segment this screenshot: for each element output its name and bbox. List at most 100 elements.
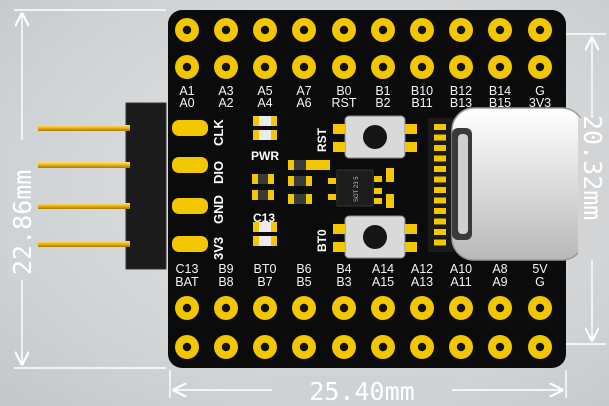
pin-label: A5: [257, 84, 272, 98]
pin-pad-hole: [378, 25, 388, 35]
pin-label: A2: [218, 96, 233, 110]
pin-label: A9: [492, 275, 507, 289]
pin-label: B0: [336, 84, 351, 98]
pin-pad-hole: [535, 303, 545, 313]
pin-label: A6: [296, 96, 311, 110]
pin-label: A13: [411, 275, 433, 289]
pin-pad-hole: [221, 62, 231, 72]
inner-height-dimension-label: 20.32mm: [578, 115, 607, 220]
pin-pad-hole: [182, 303, 192, 313]
pin-pad-hole: [417, 25, 427, 35]
side-pin-header: [38, 102, 208, 270]
usb-contact: [434, 218, 446, 225]
pin-pad-hole: [299, 303, 309, 313]
usb-contact: [434, 166, 446, 172]
pin-pad-hole: [299, 342, 309, 352]
bottom-pad-row-2: [175, 335, 552, 359]
pin-pad-hole: [417, 342, 427, 352]
regulator-chip: [328, 169, 382, 207]
pin-pad-hole: [260, 303, 270, 313]
usb-contact-pads: [434, 124, 446, 246]
pin-pad-hole: [456, 62, 466, 72]
pin-label: B4: [336, 262, 351, 276]
usb-contact: [434, 145, 446, 151]
usb-c-connector: [428, 107, 585, 261]
pin-pad-hole: [221, 25, 231, 35]
header-pin: [38, 203, 130, 209]
pin-pad-hole: [182, 342, 192, 352]
pin-pad-hole: [378, 303, 388, 313]
pin-pad-hole: [417, 62, 427, 72]
pin-pad-hole: [221, 303, 231, 313]
side-pad: [172, 198, 208, 214]
pin-pad-hole: [339, 342, 349, 352]
pin-label: RST: [332, 96, 357, 110]
rst-button: [333, 115, 417, 159]
smd-components: [252, 116, 394, 246]
pin-label: A3: [218, 84, 233, 98]
top-pad-row-2: [175, 55, 552, 79]
usb-contact: [434, 197, 446, 204]
pin-pad-hole: [299, 25, 309, 35]
pin-pad-hole: [535, 62, 545, 72]
side-pad: [172, 120, 208, 136]
pin-pad-hole: [495, 62, 505, 72]
side-pin-label: GND: [211, 195, 226, 224]
pin-label: B2: [375, 96, 390, 110]
width-dimension-label: 25.40mm: [309, 377, 414, 406]
pin-label: A15: [372, 275, 394, 289]
width-label-bg: [272, 376, 452, 404]
usb-contact: [434, 155, 446, 162]
top-pad-row-1: [175, 18, 552, 42]
side-pin-label: DIO: [211, 161, 226, 184]
pin-label: C13: [176, 262, 199, 276]
pin-pad-hole: [495, 303, 505, 313]
pin-pad-hole: [182, 25, 192, 35]
header-pin: [38, 162, 130, 168]
pin-pad-hole: [378, 62, 388, 72]
usb-contact: [434, 239, 446, 246]
pin-pad-hole: [456, 25, 466, 35]
pin-pad-hole: [182, 62, 192, 72]
pin-label: B12: [450, 84, 472, 98]
pin-label: A10: [450, 262, 472, 276]
pin-label: B14: [489, 84, 511, 98]
pin-pad-hole: [456, 342, 466, 352]
usb-contact: [434, 187, 446, 193]
pin-label: G: [535, 84, 545, 98]
pin-label: B1: [375, 84, 390, 98]
height-dimension-label: 22.86mm: [8, 170, 37, 275]
pin-label: 5V: [532, 262, 548, 276]
pin-label: A0: [179, 96, 194, 110]
side-pad: [172, 157, 208, 173]
pin-label: BT0: [254, 262, 277, 276]
pin-label: B9: [218, 262, 233, 276]
pin-label: B5: [296, 275, 311, 289]
pin-label: B7: [257, 275, 272, 289]
header-pin: [38, 125, 130, 131]
side-pin-label: 3V3: [211, 237, 226, 260]
side-pad: [172, 236, 208, 252]
rst-label: RST: [315, 127, 329, 152]
usb-contact: [434, 229, 446, 235]
pin-pad-hole: [221, 342, 231, 352]
pin-label: BAT: [175, 275, 199, 289]
pin-label: A14: [372, 262, 394, 276]
pin-label: A8: [492, 262, 507, 276]
header-pin: [38, 241, 130, 247]
pwr-label: PWR: [251, 149, 279, 163]
pin-label: G: [535, 275, 545, 289]
pin-pad-hole: [535, 342, 545, 352]
pin-pad-hole: [299, 62, 309, 72]
pin-label: B11: [411, 96, 432, 110]
pin-label: B3: [336, 275, 351, 289]
pin-pad-hole: [535, 25, 545, 35]
pin-pad-hole: [260, 25, 270, 35]
usb-contact: [434, 134, 446, 141]
